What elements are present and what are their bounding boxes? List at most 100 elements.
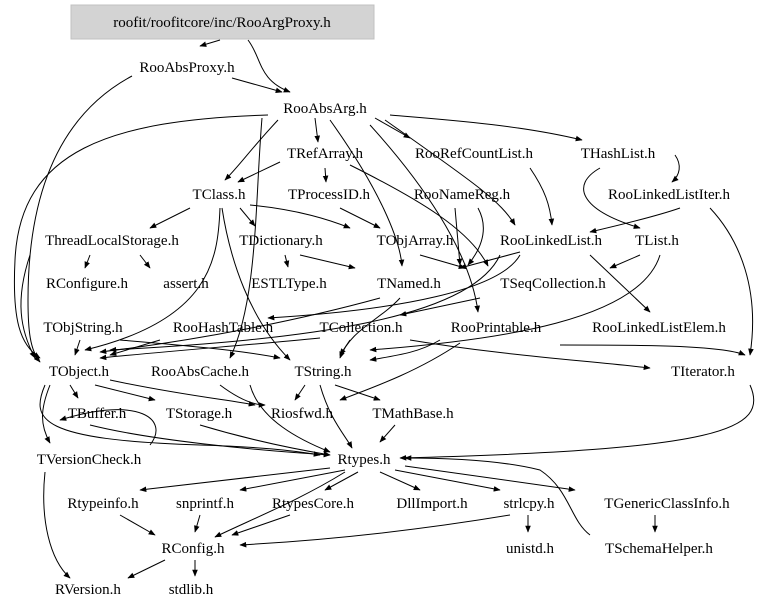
edge-tclass-threadlocalstorage bbox=[149, 207, 191, 229]
edge-tdictionary-assert bbox=[139, 254, 151, 269]
edge-trefarray-tclass bbox=[237, 161, 281, 183]
edge-rooprintable-riosfwd bbox=[339, 342, 461, 401]
edge-rtypes-rconfig bbox=[214, 471, 346, 538]
edge-roorefcountlist-roolinkedlist bbox=[529, 167, 555, 226]
node-tlist[interactable]: TList.h bbox=[635, 233, 679, 249]
node-snprintf[interactable]: snprintf.h bbox=[176, 496, 234, 512]
edge-rtypeinfo-rconfig bbox=[119, 514, 156, 536]
node-rtypeinfo[interactable]: Rtypeinfo.h bbox=[67, 496, 139, 512]
edge-rtypes-snprintf bbox=[239, 469, 346, 492]
node-rtypescore[interactable]: RtypesCore.h bbox=[272, 496, 355, 512]
edge-tobject-riosfwd bbox=[109, 379, 256, 407]
node-tstorage[interactable]: TStorage.h bbox=[166, 406, 233, 422]
node-rtypes[interactable]: Rtypes.h bbox=[338, 452, 391, 468]
edge-rooabsarg-roorefcountlist bbox=[374, 117, 411, 139]
edge-snprintf-rconfig bbox=[194, 514, 201, 533]
edge-tschemahelper-rtypes bbox=[404, 455, 591, 536]
node-roolinkedlistiter[interactable]: RooLinkedListIter.h bbox=[608, 187, 731, 203]
root-node-box bbox=[70, 4, 375, 40]
edge-strlcpy-rconfig bbox=[239, 514, 511, 548]
node-tschemahelper[interactable]: TSchemaHelper.h bbox=[605, 541, 713, 557]
node-tclass[interactable]: TClass.h bbox=[193, 187, 246, 203]
edge-threadlocalstorage-rconfigure bbox=[84, 254, 91, 269]
edge-rconfig-rversion bbox=[127, 559, 166, 579]
edge-rooabsarg-tobject bbox=[13, 114, 269, 359]
edge-roolinkedlistiter-titerator bbox=[709, 207, 754, 356]
node-rooabscache[interactable]: RooAbsCache.h bbox=[151, 364, 249, 380]
node-tobjarray[interactable]: TObjArray.h bbox=[377, 233, 454, 249]
edge-thashlist-roolinkedlistiter bbox=[671, 154, 680, 183]
edge-tcollection-tobject bbox=[99, 337, 321, 361]
edge-tclass-tobjarray bbox=[249, 204, 351, 229]
edge-tlist-tstring bbox=[369, 254, 661, 353]
edge-tdictionary-tnamed bbox=[299, 254, 356, 270]
node-roohashtable[interactable]: RooHashTable.h bbox=[173, 320, 274, 336]
node-rooabsarg[interactable]: RooAbsArg.h bbox=[283, 101, 367, 117]
root-node[interactable]: roofit/roofitcore/inc/RooArgProxy.h bbox=[113, 15, 331, 31]
node-strlcpy[interactable]: strlcpy.h bbox=[503, 496, 555, 512]
edge-tstorage-rtypes bbox=[199, 424, 331, 457]
edge-tclass-tstring bbox=[221, 207, 291, 361]
edge-tprocessid-tobjarray bbox=[339, 207, 381, 229]
node-tbuffer[interactable]: TBuffer.h bbox=[68, 406, 127, 422]
node-roorefcountlist[interactable]: RooRefCountList.h bbox=[415, 146, 533, 162]
edge-tobject-rtypes bbox=[39, 384, 321, 457]
edge-tclass-tdictionary bbox=[239, 207, 256, 227]
node-roolinkedlistelem[interactable]: RooLinkedListElem.h bbox=[592, 320, 726, 336]
node-roonamereg[interactable]: RooNameReg.h bbox=[414, 187, 511, 203]
edge-threadlocalstorage-tobject bbox=[20, 254, 36, 359]
edge-rooabscache-rtypes bbox=[249, 384, 331, 453]
node-tstring[interactable]: TString.h bbox=[294, 364, 352, 380]
edge-tstring-tmathbase bbox=[334, 384, 381, 401]
node-rooabsproxy[interactable]: RooAbsProxy.h bbox=[139, 60, 235, 76]
node-tversioncheck[interactable]: TVersionCheck.h bbox=[37, 452, 142, 468]
edge-rtypescore-rconfig bbox=[231, 514, 291, 536]
node-tmathbase[interactable]: TMathBase.h bbox=[372, 406, 454, 422]
edge-rooabsarg-tnamed bbox=[329, 119, 405, 267]
edge-trefarray-tprocessid bbox=[322, 167, 329, 183]
node-tseqcollection[interactable]: TSeqCollection.h bbox=[500, 276, 606, 292]
edge-rooabsproxy-tobject bbox=[27, 75, 133, 363]
edge-rooprintable-tstring bbox=[369, 339, 441, 362]
node-rooprintable[interactable]: RooPrintable.h bbox=[451, 320, 542, 336]
edge-roonamereg-tnamed bbox=[454, 207, 463, 266]
edge-roolinkedlistelem-titerator bbox=[559, 344, 746, 356]
edge-rtypes-strlcpy bbox=[394, 469, 501, 492]
graph-nodes: roofit/roofitcore/inc/RooArgProxy.h RooA… bbox=[37, 4, 735, 598]
node-threadlocalstorage[interactable]: ThreadLocalStorage.h bbox=[45, 233, 179, 249]
edge-rtypes-rtypescore bbox=[324, 471, 359, 491]
edge-rooabsarg-trefarray bbox=[314, 117, 320, 143]
edge-tobject-tstorage bbox=[94, 384, 156, 402]
node-tobjstring[interactable]: TObjString.h bbox=[43, 320, 123, 336]
node-riosfwd[interactable]: Riosfwd.h bbox=[271, 406, 334, 422]
edge-tstring-riosfwd bbox=[294, 384, 306, 401]
edge-tseqcollection-tcollection bbox=[399, 297, 481, 317]
node-assert[interactable]: assert.h bbox=[163, 276, 209, 292]
node-rversion[interactable]: RVersion.h bbox=[55, 582, 121, 598]
edge-tclass-tobject bbox=[84, 207, 221, 352]
edge-roolinkedlist-roolinkedlistelem bbox=[589, 254, 651, 313]
node-titerator[interactable]: TIterator.h bbox=[671, 364, 735, 380]
node-tnamed[interactable]: TNamed.h bbox=[377, 276, 441, 292]
edge-titerator-rtypes bbox=[399, 384, 755, 461]
node-stdlib[interactable]: stdlib.h bbox=[169, 582, 214, 598]
edge-tversioncheck-rtypes bbox=[59, 409, 157, 446]
node-tobject[interactable]: TObject.h bbox=[49, 364, 110, 380]
edge-tlist-tseqcollection bbox=[609, 254, 641, 269]
node-tprocessid[interactable]: TProcessID.h bbox=[288, 187, 371, 203]
edge-rooabsarg-rooabscache bbox=[229, 117, 263, 359]
node-tgenericclassinfo[interactable]: TGenericClassInfo.h bbox=[604, 496, 730, 512]
node-thashlist[interactable]: THashList.h bbox=[581, 146, 656, 162]
edge-tobjstring-tobject bbox=[74, 339, 81, 356]
node-trefarray[interactable]: TRefArray.h bbox=[287, 146, 364, 162]
node-roolinkedlist[interactable]: RooLinkedList.h bbox=[500, 233, 603, 249]
node-tdictionary[interactable]: TDictionary.h bbox=[239, 233, 323, 249]
node-tcollection[interactable]: TCollection.h bbox=[320, 320, 403, 336]
node-rconfigure[interactable]: RConfigure.h bbox=[46, 276, 129, 292]
node-estltype[interactable]: ESTLType.h bbox=[251, 276, 327, 292]
edge-root-rooabsproxy bbox=[199, 39, 221, 47]
edge-tmathbase-rtypes bbox=[379, 424, 396, 443]
node-dllimport[interactable]: DllImport.h bbox=[396, 496, 468, 512]
node-unistd[interactable]: unistd.h bbox=[506, 541, 554, 557]
node-rconfig[interactable]: RConfig.h bbox=[162, 541, 225, 557]
